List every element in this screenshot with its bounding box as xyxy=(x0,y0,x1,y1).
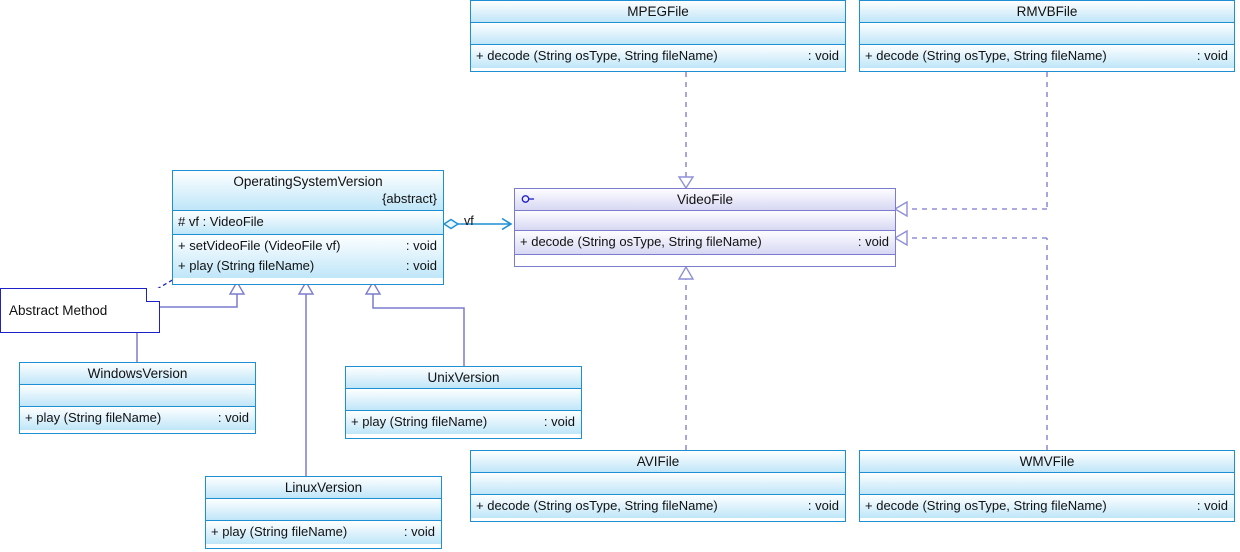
operation-signature: decode (String osType, String fileName) xyxy=(487,498,718,513)
operation-signature: play (String fileName) xyxy=(189,258,315,273)
operations-compartment-linuxversion: + play (String fileName) : void xyxy=(206,521,441,544)
operations-compartment-windowsversion: + play (String fileName) : void xyxy=(20,407,255,430)
class-stereotype-abstract: {abstract} xyxy=(382,191,437,206)
operation-return-type: : void xyxy=(807,48,839,63)
operation-visibility: + xyxy=(865,498,873,513)
operation-return-type: : void xyxy=(807,498,839,513)
operation-visibility: + xyxy=(865,48,873,63)
note-fold-corner xyxy=(146,288,160,302)
class-linuxversion[interactable]: LinuxVersion + play (String fileName) : … xyxy=(205,476,442,549)
class-unixversion[interactable]: UnixVersion + play (String fileName) : v… xyxy=(345,366,582,439)
realization-wmvfile-videofile xyxy=(893,229,1048,450)
class-wmvfile[interactable]: WMVFile + decode (String osType, String … xyxy=(859,450,1235,522)
interface-videofile[interactable]: VideoFile + decode (String osType, Strin… xyxy=(514,188,896,267)
attributes-compartment-mpegfile xyxy=(471,23,845,45)
class-windowsversion[interactable]: WindowsVersion + play (String fileName) … xyxy=(19,362,256,434)
association-label-vf: vf xyxy=(464,214,474,228)
attributes-compartment-operatingsystemversion: # vf : VideoFile xyxy=(173,211,443,235)
class-name-mpegfile: MPEGFile xyxy=(471,1,845,23)
operation-signature: decode (String osType, String fileName) xyxy=(876,48,1107,63)
class-mpegfile[interactable]: MPEGFile + decode (String osType, String… xyxy=(470,0,846,72)
attribute-visibility: # xyxy=(178,214,186,229)
class-operatingsystemversion[interactable]: OperatingSystemVersion {abstract} # vf :… xyxy=(172,170,444,285)
operation-return-type: : void xyxy=(543,414,575,429)
note-text: Abstract Method xyxy=(9,303,108,318)
class-rmvbfile[interactable]: RMVBFile + decode (String osType, String… xyxy=(859,0,1235,72)
attributes-compartment-wmvfile xyxy=(860,473,1234,495)
class-avifile[interactable]: AVIFile + decode (String osType, String … xyxy=(470,450,846,522)
operations-compartment-rmvbfile: + decode (String osType, String fileName… xyxy=(860,45,1234,68)
attributes-compartment-avifile xyxy=(471,473,845,495)
operation-row: + decode (String osType, String fileName… xyxy=(860,46,1234,66)
operation-row: + play (String fileName) : void xyxy=(20,408,255,428)
operation-row: + play (String fileName) : void xyxy=(346,412,581,432)
operation-visibility: + xyxy=(178,238,186,253)
association-vf-operatingsystemversion-videofile xyxy=(442,217,513,231)
operation-signature: decode (String osType, String fileName) xyxy=(487,48,718,63)
operation-row: + decode (String osType, String fileName… xyxy=(471,46,845,66)
attributes-compartment-videofile xyxy=(515,211,895,231)
operation-visibility: + xyxy=(211,524,219,539)
operation-return-type: : void xyxy=(405,258,437,273)
operations-compartment-avifile: + decode (String osType, String fileName… xyxy=(471,495,845,518)
operation-signature: play (String fileName) xyxy=(36,410,162,425)
operations-compartment-wmvfile: + decode (String osType, String fileName… xyxy=(860,495,1234,518)
operations-compartment-mpegfile: + decode (String osType, String fileName… xyxy=(471,45,845,68)
operation-row: + play (String fileName) : void xyxy=(206,522,441,542)
operations-compartment-operatingsystemversion: + setVideoFile (VideoFile vf) : void + p… xyxy=(173,235,443,278)
realization-mpegfile-videofile xyxy=(677,72,695,190)
class-name-operatingsystemversion: OperatingSystemVersion xyxy=(233,174,383,189)
operation-row: + decode (String osType, String fileName… xyxy=(860,496,1234,516)
class-name-avifile: AVIFile xyxy=(471,451,845,473)
attributes-compartment-unixversion xyxy=(346,389,581,411)
operations-compartment-unixversion: + play (String fileName) : void xyxy=(346,411,581,434)
operation-return-type: : void xyxy=(405,238,437,253)
generalization-linuxversion-operatingsystemversion xyxy=(297,280,315,476)
operation-return-type: : void xyxy=(403,524,435,539)
operation-row: + play (String fileName) : void xyxy=(173,256,443,276)
operation-return-type: : void xyxy=(1196,498,1228,513)
operation-signature: setVideoFile (VideoFile vf) xyxy=(189,238,341,253)
operation-visibility: + xyxy=(178,258,186,273)
operation-row: + decode (String osType, String fileName… xyxy=(515,232,895,252)
attribute-signature: vf : VideoFile xyxy=(188,214,264,229)
operation-row: + setVideoFile (VideoFile vf) : void xyxy=(173,236,443,256)
operation-visibility: + xyxy=(351,414,359,429)
operation-signature: play (String fileName) xyxy=(222,524,348,539)
class-name-unixversion: UnixVersion xyxy=(346,367,581,389)
operation-visibility: + xyxy=(476,498,484,513)
attributes-compartment-rmvbfile xyxy=(860,23,1234,45)
class-name-compartment-operatingsystemversion: OperatingSystemVersion {abstract} xyxy=(173,171,443,211)
realization-avifile-videofile xyxy=(677,265,695,450)
interface-lollipop-icon xyxy=(521,195,534,203)
attributes-compartment-windowsversion xyxy=(20,385,255,407)
note-abstract-method[interactable]: Abstract Method xyxy=(0,288,160,333)
realization-rmvbfile-videofile xyxy=(893,72,1048,218)
operations-compartment-videofile: + decode (String osType, String fileName… xyxy=(515,231,895,255)
interface-name-compartment-videofile: VideoFile xyxy=(515,189,895,211)
operation-return-type: : void xyxy=(1196,48,1228,63)
attributes-compartment-linuxversion xyxy=(206,499,441,521)
operation-visibility: + xyxy=(25,410,33,425)
operation-return-type: : void xyxy=(857,234,889,249)
attribute-row: # vf : VideoFile xyxy=(173,212,443,232)
operation-signature: play (String fileName) xyxy=(362,414,488,429)
class-name-rmvbfile: RMVBFile xyxy=(860,1,1234,23)
operation-signature: decode (String osType, String fileName) xyxy=(531,234,762,249)
class-name-linuxversion: LinuxVersion xyxy=(206,477,441,499)
class-name-wmvfile: WMVFile xyxy=(860,451,1234,473)
operation-visibility: + xyxy=(476,48,484,63)
class-name-windowsversion: WindowsVersion xyxy=(20,363,255,385)
operation-visibility: + xyxy=(520,234,528,249)
operation-return-type: : void xyxy=(217,410,249,425)
generalization-unixversion-operatingsystemversion xyxy=(364,280,465,366)
operation-signature: decode (String osType, String fileName) xyxy=(876,498,1107,513)
operation-row: + decode (String osType, String fileName… xyxy=(471,496,845,516)
interface-name-videofile: VideoFile xyxy=(676,192,734,207)
